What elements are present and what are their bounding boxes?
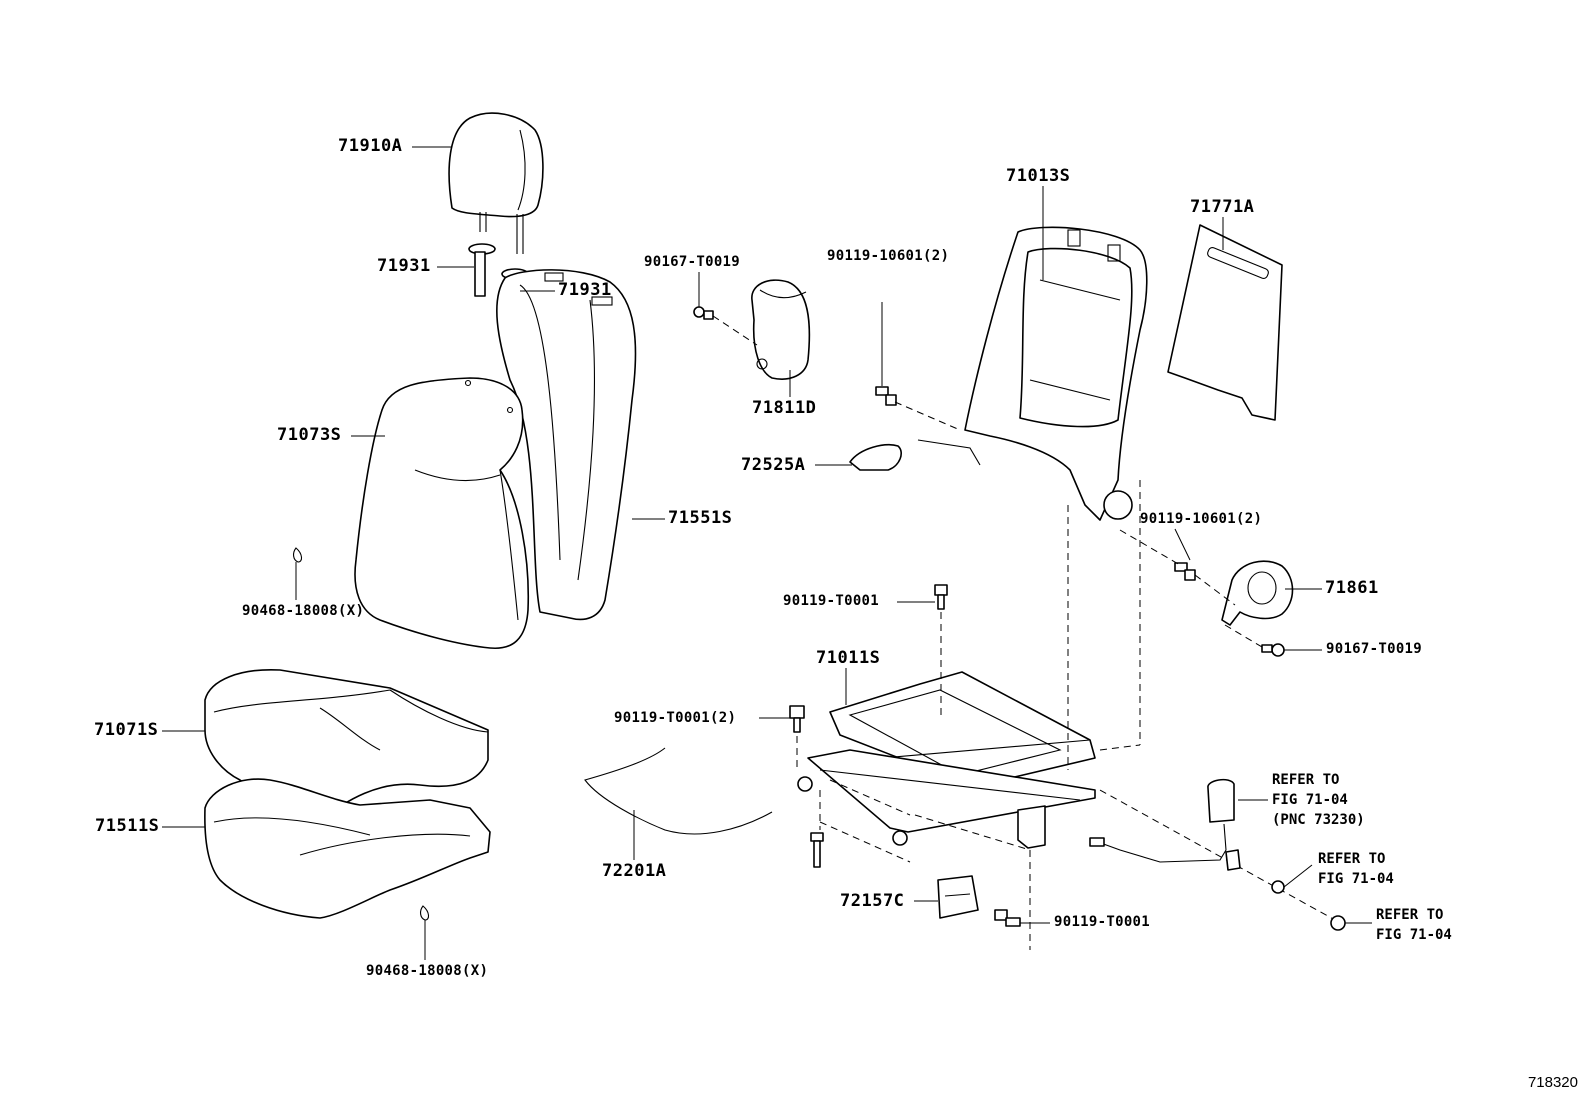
note-belt-buckle-line2: FIG 71-04 xyxy=(1272,792,1348,808)
nut-upper-drawing xyxy=(1271,880,1285,894)
note-nut-lower[interactable]: REFER TO FIG 71-04 xyxy=(1376,905,1452,945)
label-bolt-track-bottom[interactable]: 90119-T0001 xyxy=(1054,914,1151,930)
note-nut-upper-line1: REFER TO xyxy=(1318,851,1386,867)
label-headrest-guide-left[interactable]: 71931 xyxy=(377,256,431,276)
label-cushion-frame[interactable]: 71011S xyxy=(816,648,881,668)
label-bolt-track-top[interactable]: 90119-T0001 xyxy=(783,593,880,609)
nut-lower-drawing xyxy=(1330,915,1346,931)
bolt-track-left-drawing xyxy=(789,705,805,733)
label-cushion-cover[interactable]: 71071S xyxy=(94,720,159,740)
label-clip-back[interactable]: 90468-18008(X) xyxy=(242,603,365,619)
spring-wire-drawing xyxy=(584,747,773,835)
bolt-track-top-drawing xyxy=(934,584,948,610)
belt-buckle-drawing xyxy=(1089,778,1241,871)
label-screw-hinge-cover[interactable]: 90167-T0019 xyxy=(644,254,741,270)
clip-cushion-drawing xyxy=(420,905,430,921)
track-bolt-standalone-drawing xyxy=(810,832,824,868)
bolt-frame-lower-drawing xyxy=(1174,562,1196,581)
label-cushion-pad[interactable]: 71511S xyxy=(95,816,160,836)
note-belt-buckle-line3: (PNC 73230) xyxy=(1272,812,1365,828)
figure-id: 718320 xyxy=(1527,1074,1578,1091)
label-back-board[interactable]: 71771A xyxy=(1190,197,1255,217)
headrest-drawing xyxy=(448,112,544,254)
label-lever-cover[interactable]: 72525A xyxy=(741,455,806,475)
bolt-frame-upper-drawing xyxy=(875,386,897,406)
label-back-cover[interactable]: 71073S xyxy=(277,425,342,445)
seatback-cover-drawing xyxy=(354,377,530,650)
track-cover-drawing xyxy=(937,875,979,919)
label-bolt-track-left[interactable]: 90119-T0001(2) xyxy=(614,710,737,726)
label-hinge-cover[interactable]: 71811D xyxy=(752,398,817,418)
recliner-cover-drawing xyxy=(1221,560,1294,626)
label-track-cover[interactable]: 72157C xyxy=(840,891,905,911)
label-bolt-frame-lower[interactable]: 90119-10601(2) xyxy=(1140,511,1263,527)
cushion-frame-drawing xyxy=(797,671,1096,849)
seatback-frame-drawing xyxy=(917,226,1148,521)
label-back-pad[interactable]: 71551S xyxy=(668,508,733,528)
label-back-frame[interactable]: 71013S xyxy=(1006,166,1071,186)
label-headrest[interactable]: 71910A xyxy=(338,136,403,156)
note-belt-buckle[interactable]: REFER TO FIG 71-04 (PNC 73230) xyxy=(1272,770,1365,830)
leader-lines xyxy=(162,146,1372,960)
headrest-guide-left-drawing xyxy=(468,243,496,297)
cushion-pad-drawing xyxy=(204,778,491,919)
label-screw-recliner[interactable]: 90167-T0019 xyxy=(1326,641,1423,657)
note-nut-lower-line1: REFER TO xyxy=(1376,907,1444,923)
label-recliner-cover[interactable]: 71861 xyxy=(1325,578,1379,598)
label-clip-cushion[interactable]: 90468-18008(X) xyxy=(366,963,489,979)
label-bolt-frame-upper[interactable]: 90119-10601(2) xyxy=(827,248,950,264)
label-spring-wire[interactable]: 72201A xyxy=(602,861,667,881)
note-nut-lower-line2: FIG 71-04 xyxy=(1376,927,1452,943)
seatback-pad-drawing xyxy=(496,269,637,621)
screw-recliner-drawing xyxy=(1261,643,1285,657)
hinge-cover-drawing xyxy=(751,279,811,380)
lever-cover-drawing xyxy=(849,444,902,471)
note-nut-upper[interactable]: REFER TO FIG 71-04 xyxy=(1318,849,1394,889)
bolt-track-bottom-drawing xyxy=(994,909,1021,927)
note-nut-upper-line2: FIG 71-04 xyxy=(1318,871,1394,887)
screw-hinge-cover-drawing xyxy=(693,306,714,320)
clip-back-drawing xyxy=(293,547,303,563)
back-board-drawing xyxy=(1167,224,1283,421)
label-headrest-guide-right[interactable]: 71931 xyxy=(558,280,612,300)
note-belt-buckle-line1: REFER TO xyxy=(1272,772,1340,788)
